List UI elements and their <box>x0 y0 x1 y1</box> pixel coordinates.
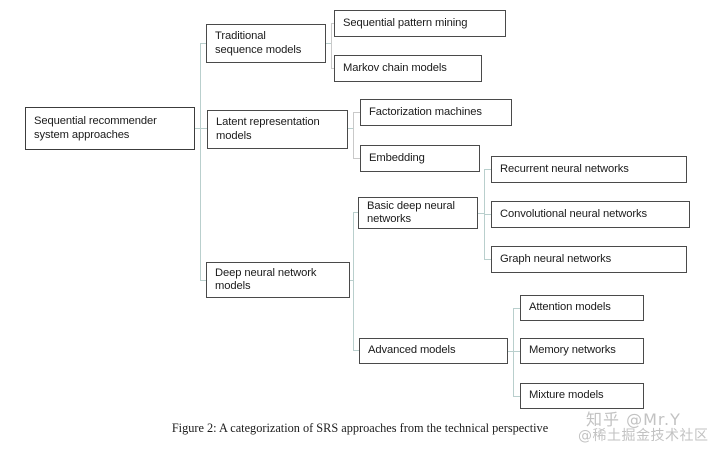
node-recurrent-neural-networks[interactable]: Recurrent neural networks <box>491 156 687 183</box>
connector-advanced-trunk <box>513 308 514 396</box>
connector-advanced-to-attention <box>513 308 521 309</box>
connector-latent-to-embedding <box>353 158 361 159</box>
connector-traditional-to-markov <box>331 68 335 69</box>
node-traditional-sequence-models[interactable]: Traditional sequence models <box>206 24 326 63</box>
connector-root-to-latent <box>200 128 207 129</box>
node-root[interactable]: Sequential recommender system approaches <box>25 107 195 150</box>
connector-deep-trunk <box>353 212 354 351</box>
connector-advanced-to-memory <box>513 351 521 352</box>
node-embedding[interactable]: Embedding <box>360 145 480 172</box>
connector-root-to-deep <box>200 280 207 281</box>
node-convolutional-neural-networks[interactable]: Convolutional neural networks <box>491 201 690 228</box>
connector-deep-to-basic <box>353 212 359 213</box>
node-deep-neural-network-models[interactable]: Deep neural network models <box>206 262 350 298</box>
connector-traditional-stub <box>326 43 332 44</box>
node-basic-deep-neural-networks[interactable]: Basic deep neural networks <box>358 197 478 229</box>
connector-root-to-traditional <box>200 43 207 44</box>
node-latent-representation-models[interactable]: Latent representation models <box>207 110 348 149</box>
node-mixture-models[interactable]: Mixture models <box>520 383 644 409</box>
connector-basic-to-gnn <box>484 259 492 260</box>
node-sequential-pattern-mining[interactable]: Sequential pattern mining <box>334 10 506 37</box>
node-markov-chain-models[interactable]: Markov chain models <box>334 55 482 82</box>
connector-advanced-to-mixture <box>513 396 521 397</box>
connector-basic-stub <box>478 213 485 214</box>
connector-deep-to-advanced <box>353 350 360 351</box>
connector-deep-stub <box>350 280 354 281</box>
node-factorization-machines[interactable]: Factorization machines <box>360 99 512 126</box>
figure-caption: Figure 2: A categorization of SRS approa… <box>171 421 549 435</box>
connector-advanced-stub <box>508 351 514 352</box>
connector-traditional-trunk <box>331 23 332 68</box>
connector-basic-to-rnn <box>484 169 492 170</box>
node-memory-networks[interactable]: Memory networks <box>520 338 644 364</box>
connector-latent-to-factorization <box>353 112 361 113</box>
connector-basic-to-cnn <box>484 214 492 215</box>
node-attention-models[interactable]: Attention models <box>520 295 644 321</box>
node-advanced-models[interactable]: Advanced models <box>359 338 508 364</box>
connector-root-trunk <box>200 43 201 281</box>
node-graph-neural-networks[interactable]: Graph neural networks <box>491 246 687 273</box>
connector-root-stub <box>194 128 201 129</box>
connector-latent-stub <box>348 128 354 129</box>
connector-traditional-to-spm <box>331 23 335 24</box>
connector-latent-trunk <box>353 112 354 159</box>
